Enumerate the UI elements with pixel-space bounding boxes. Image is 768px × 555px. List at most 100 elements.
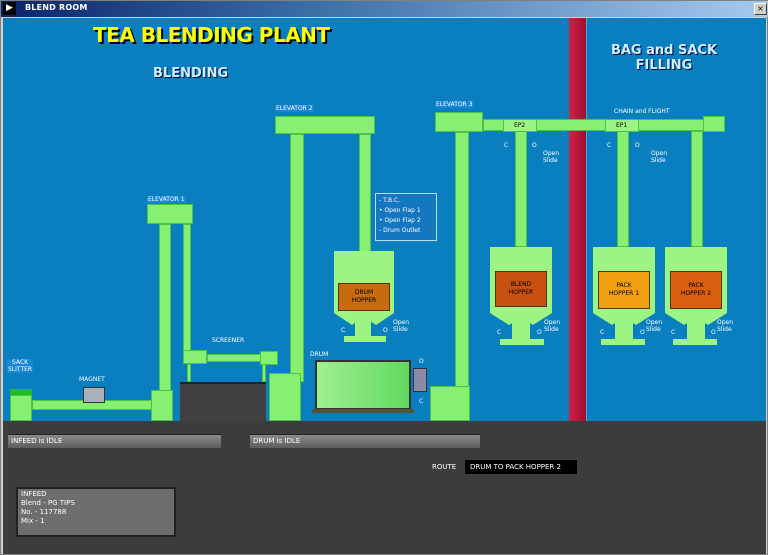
- section-divider-bar: [569, 18, 586, 421]
- drum-hopper-c[interactable]: C: [341, 327, 346, 334]
- screener-outlet[interactable]: [260, 351, 278, 365]
- elevator1-boot[interactable]: [151, 390, 173, 421]
- open-slide-line1: Open: [717, 319, 734, 326]
- blending-drum[interactable]: [315, 360, 411, 410]
- elevator1-leg-down[interactable]: [183, 224, 191, 352]
- elevator1-leg-up[interactable]: [159, 224, 171, 394]
- drum-hopper-label2: HOPPER: [351, 297, 377, 304]
- bag-sack-filling-title: BAG and SACK FILLING: [599, 43, 729, 73]
- status-panel: INFEED is IDLE DRUM is IDLE ROUTE DRUM T…: [3, 421, 766, 554]
- drum-outlet-gate[interactable]: [413, 368, 427, 392]
- open-slide-line1: Open: [393, 319, 410, 326]
- open-slide-line2: Slide: [543, 157, 558, 164]
- magnet-label: MAGNET: [79, 376, 105, 383]
- app-icon: ▶: [3, 2, 16, 15]
- sack-slitter-hopper[interactable]: [10, 389, 32, 395]
- plant-title: TEA BLENDING PLANT: [93, 23, 330, 47]
- pack-hopper2-o[interactable]: O: [711, 329, 716, 336]
- pack-hopper1-slide[interactable]: [601, 339, 645, 345]
- drum-outlet-o[interactable]: O: [419, 358, 424, 365]
- elevator1-label: ELEVATOR 1: [147, 196, 186, 203]
- pack-hopper2-label2: HOPPER 2: [680, 290, 712, 297]
- drum-label: DRUM: [310, 351, 329, 358]
- blend-hopper-label2: HOPPER: [508, 289, 534, 296]
- pack-hopper1-o[interactable]: O: [640, 329, 645, 336]
- elevator2-leg-down[interactable]: [359, 134, 371, 252]
- elevator2-leg-up[interactable]: [290, 134, 304, 382]
- open-slide-line1: Open: [651, 150, 668, 157]
- screener-leg-left: [187, 364, 191, 382]
- screener-inlet[interactable]: [183, 350, 207, 364]
- elevator3-leg[interactable]: [455, 132, 469, 421]
- open-slide-line2: Slide: [393, 326, 408, 333]
- pack-hopper2-c[interactable]: C: [671, 329, 676, 336]
- elevator2-boot[interactable]: [269, 373, 301, 421]
- drum-outlet-c[interactable]: C: [419, 398, 424, 405]
- pack-hopper1-spout: [615, 313, 633, 339]
- elevator3-boot[interactable]: [430, 386, 470, 421]
- route-field[interactable]: DRUM TO PACK HOPPER 2: [465, 460, 577, 474]
- open-slide-line1: Open: [543, 150, 560, 157]
- ep1-label: EP1: [616, 122, 628, 129]
- screener-unit[interactable]: [180, 382, 266, 421]
- infeed-status-field: INFEED is IDLE: [8, 434, 221, 448]
- elevator3-head[interactable]: [435, 112, 483, 132]
- screener-leg-right: [262, 364, 266, 382]
- ep2-c[interactable]: C: [504, 142, 509, 149]
- ep2-o[interactable]: O: [532, 142, 537, 149]
- infeed-info-blend: Blend - PG TIPS: [21, 499, 75, 507]
- drum-hopper-o[interactable]: O: [383, 327, 388, 334]
- ep1-o[interactable]: O: [635, 142, 640, 149]
- drum-hopper-slide[interactable]: [344, 336, 386, 342]
- legend-item: - Drum Outlet: [379, 227, 421, 234]
- blend-hopper-slide[interactable]: [500, 339, 544, 345]
- elevator2-head[interactable]: [275, 116, 375, 134]
- drum-status-field: DRUM is IDLE: [250, 434, 480, 448]
- elevator3-label: ELEVATOR 3: [435, 101, 474, 108]
- ep2-chute: [515, 131, 527, 247]
- open-slide-line2: Slide: [717, 326, 732, 333]
- elevator1-head[interactable]: [147, 204, 193, 224]
- title-bar: ▶ BLEND ROOM ×: [1, 1, 768, 17]
- magnet[interactable]: [83, 387, 105, 403]
- legend-item-label: Open Flap 2: [384, 217, 421, 224]
- legend-item-label: Open Flap 1: [384, 207, 421, 214]
- sack-slitter[interactable]: [10, 395, 32, 421]
- pack-hopper1-c[interactable]: C: [600, 329, 605, 336]
- screener-label: SCREENER: [212, 337, 245, 344]
- sack-slitter-line2: SLITTER: [8, 366, 33, 373]
- drum-hopper-label1: DRUM: [354, 289, 374, 296]
- drum-base: [312, 409, 414, 413]
- infeed-info-number: No. - 117788: [21, 508, 67, 516]
- screener-deck[interactable]: [207, 354, 261, 362]
- window-title: BLEND ROOM: [25, 3, 88, 12]
- legend-item-label: Drum Outlet: [383, 227, 421, 234]
- chain-flight-label: CHAIN and FLIGHT: [614, 108, 670, 115]
- close-button[interactable]: ×: [754, 3, 767, 15]
- pack-hopper2-chute: [691, 131, 703, 247]
- pack-hopper2-slide[interactable]: [673, 339, 717, 345]
- chain-flight-head[interactable]: [703, 116, 725, 132]
- flap-legend: - T.B.C. • Open Flap 1 • Open Flap 2 - D…: [375, 193, 437, 241]
- open-slide-line2: Slide: [544, 326, 559, 333]
- infeed-info-line1: INFEED: [21, 490, 47, 498]
- plant-mimic-canvas: TEA BLENDING PLANT BLENDING BAG and SACK…: [3, 18, 766, 421]
- open-slide-line1: Open: [646, 319, 663, 326]
- pack-hopper1-label2: HOPPER 1: [608, 290, 640, 297]
- open-slide-line2: Slide: [646, 326, 661, 333]
- blend-hopper-c[interactable]: C: [497, 329, 502, 336]
- blend-hopper-spout: [512, 313, 530, 339]
- blend-hopper-o[interactable]: O: [537, 329, 542, 336]
- ep1-chute: [617, 131, 629, 247]
- ep1-c[interactable]: C: [607, 142, 612, 149]
